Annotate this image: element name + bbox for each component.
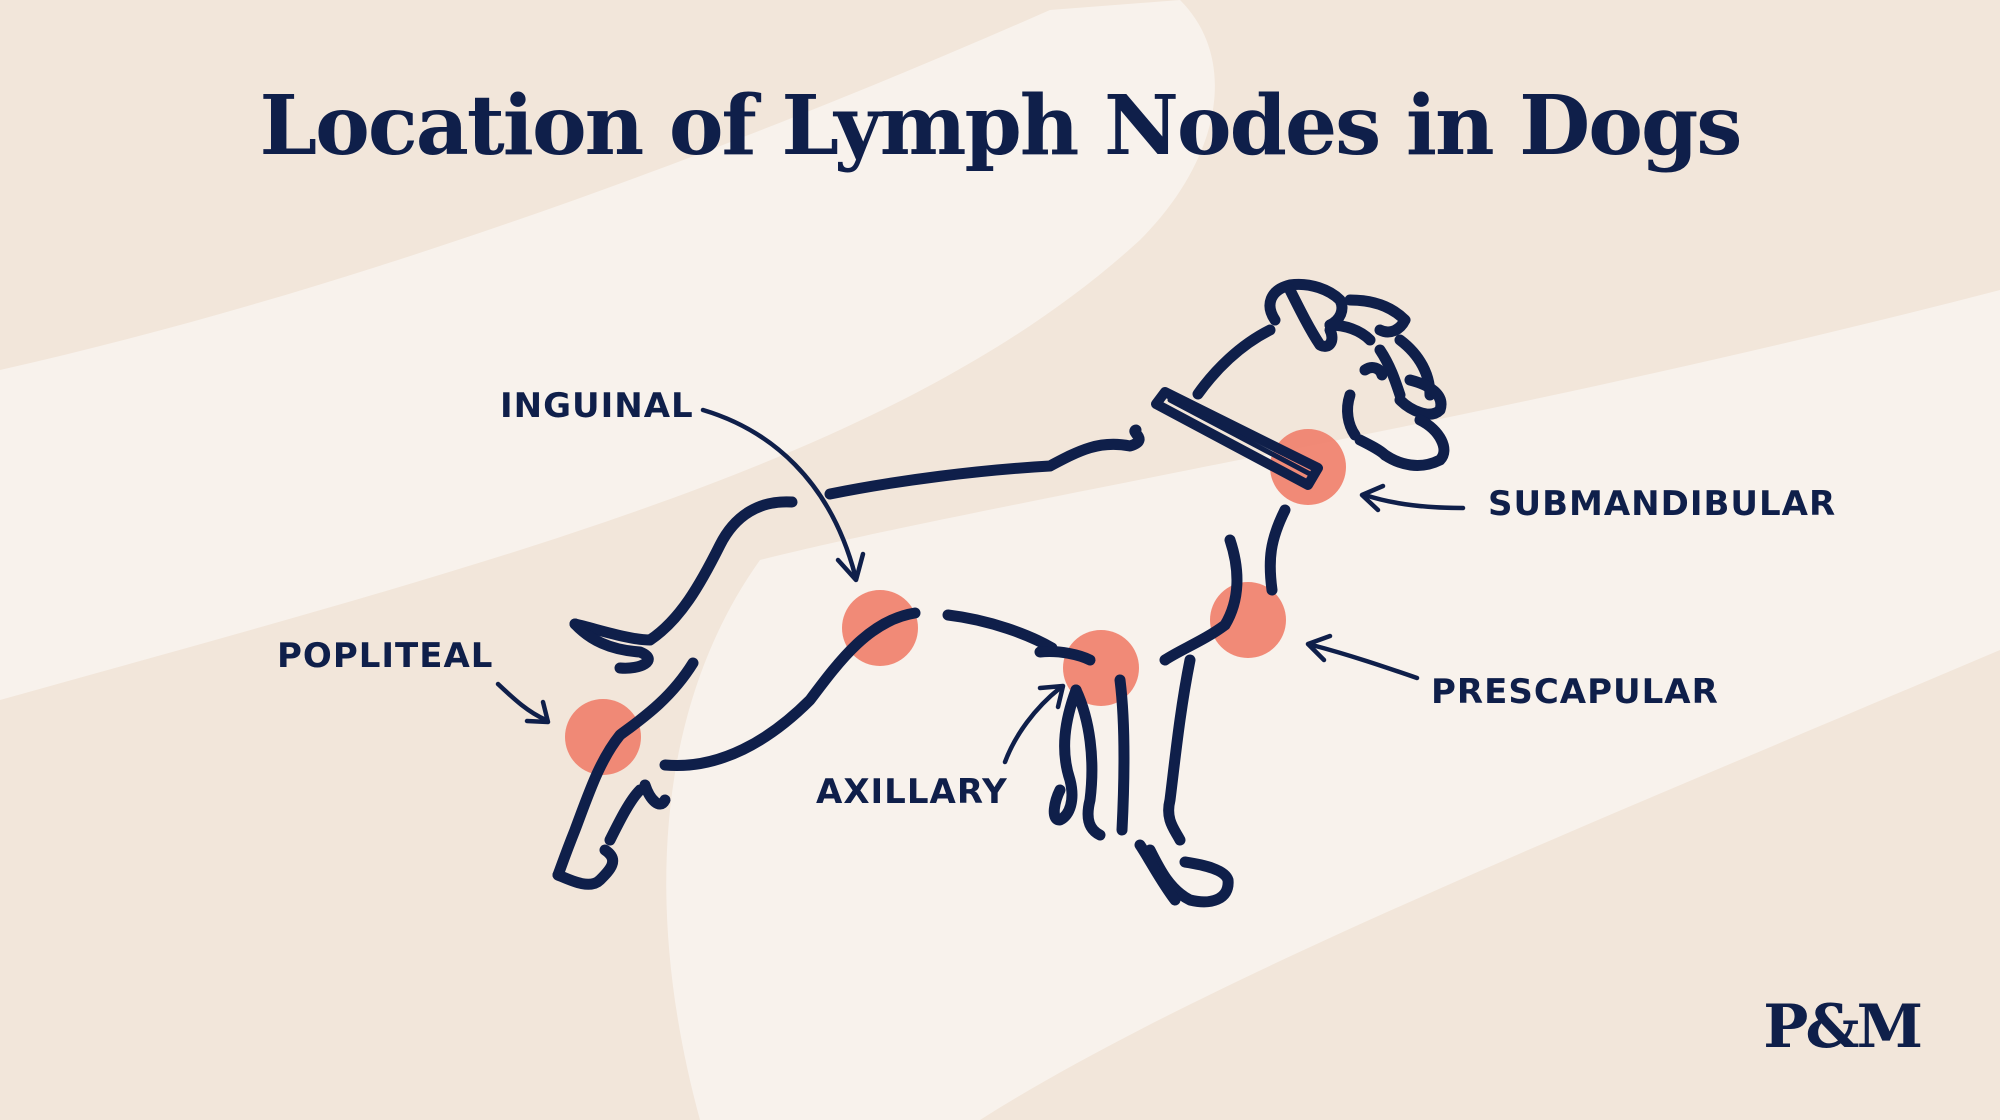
label-submandibular: SUBMANDIBULAR [1488, 484, 1837, 524]
arrow-popliteal [495, 681, 549, 723]
arrow-axillary [1002, 685, 1063, 765]
brand-logo: P&M [1763, 992, 1923, 1062]
arrow-submandibular [1362, 492, 1466, 511]
arrow-inguinal [700, 407, 858, 578]
swoosh-top [0, 0, 1215, 700]
dog-illustration [552, 278, 1450, 908]
label-inguinal: INGUINAL [500, 386, 694, 426]
arrowhead-prescapular [1305, 633, 1333, 663]
node-prescapular [1210, 582, 1286, 658]
label-axillary: AXILLARY [816, 772, 1008, 812]
callout-arrows [495, 407, 1466, 765]
arrow-prescapular [1309, 642, 1420, 681]
arrowhead-axillary [1037, 683, 1066, 710]
page-title: Location of Lymph Nodes in Dogs [259, 78, 1743, 174]
node-popliteal [565, 699, 641, 775]
label-popliteal: POPLITEAL [277, 636, 494, 676]
label-prescapular: PRESCAPULAR [1431, 672, 1719, 712]
arrowhead-popliteal [524, 699, 551, 725]
arrowhead-submandibular [1359, 483, 1386, 513]
swoosh-bottom [666, 290, 2000, 1120]
arrowhead-inguinal [835, 551, 866, 583]
